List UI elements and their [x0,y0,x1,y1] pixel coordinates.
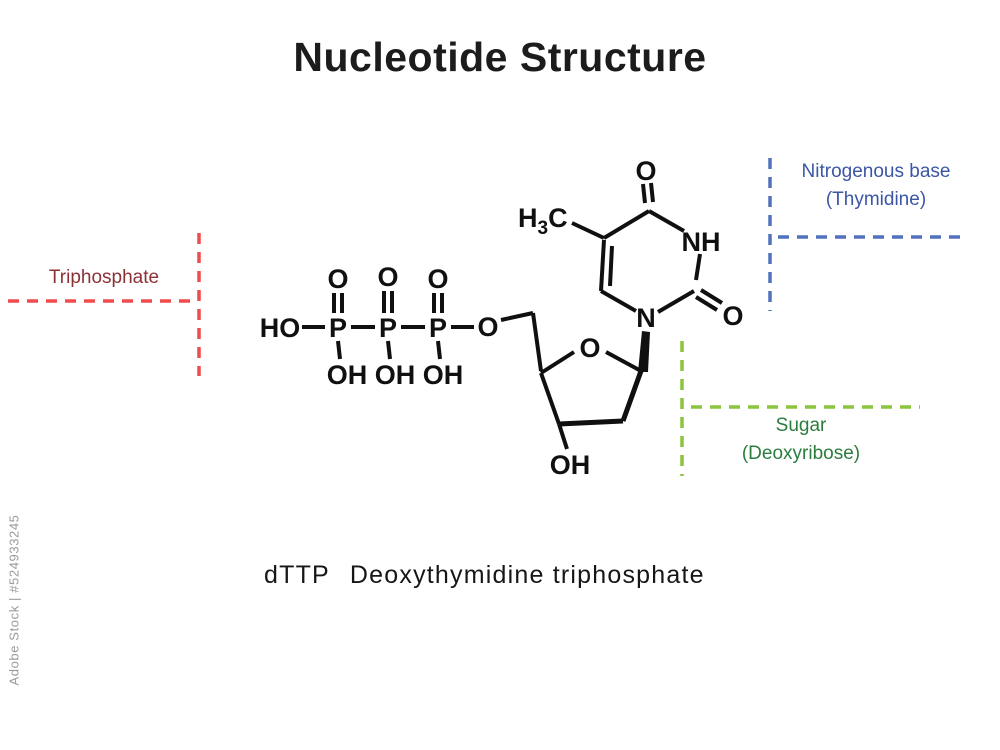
caption-compound-code: dTTP [264,561,330,589]
atom-ring-oxygen: O [579,333,600,363]
atom-phosphate-oxygen-2: O [377,262,398,292]
atom-phosphorus-3: P [429,313,447,343]
bond-c3prime-oh [557,423,569,450]
atom-bridge-oxygen: O [477,312,498,342]
atom-phosphate-oh-1: OH [327,360,368,390]
label-sugar-line1: Sugar [775,415,827,436]
atom-base-n3: NH [682,227,721,257]
sugar-bracket [680,341,920,476]
atom-phosphorus-1: P [329,313,347,343]
atom-methyl-c: C [548,203,568,233]
atom-base-o4: O [635,156,656,186]
wedge-bond-c1prime-n1 [638,331,650,372]
atom-labels: HO P P P O O O OH OH OH O O OH N NH O O … [260,156,744,480]
label-nitrogenous-base-line2: (Thymidine) [825,189,927,210]
atom-phosphate-oxygen-1: O [327,264,348,294]
atom-base-n1: N [636,303,656,333]
bond-c2-o-double-b [699,288,724,305]
page-title: Nucleotide Structure [293,34,707,80]
atom-base-o2: O [722,301,743,331]
bond-c4-n3 [648,209,685,233]
bond-p3-oh [436,340,442,360]
bond-p2-oh [386,340,392,360]
bond-c5prime-c4prime [531,312,543,372]
bond-c4-o-double-b [649,182,655,203]
atom-phosphate-oh-3: OH [423,360,464,390]
bond-ringo-c1prime [605,350,642,373]
label-triphosphate: Triphosphate [48,267,160,288]
molecule-bonds [302,182,724,450]
bond-c6-c5-double [608,245,614,287]
label-nitrogenous-base: Nitrogenous base (Thymidine) [776,158,976,214]
atom-phosphate-oh-2: OH [375,360,416,390]
bond-c6-c5 [599,239,606,292]
atom-sugar-hydroxyl: OH [550,450,591,480]
bond-c4prime-ringo [539,350,576,375]
label-sugar-line2: (Deoxyribose) [741,443,861,464]
bond-obridge-c5prime [500,311,534,322]
atom-hydroxyl-left: HO [260,313,301,343]
bond-n3-c2 [694,253,702,281]
caption-compound-name: Deoxythymidine triphosphate [349,561,705,589]
bond-p1-oh [336,340,342,360]
bond-c2-o-double-a [694,295,719,312]
atom-phosphorus-2: P [379,313,397,343]
atom-methyl-subscript: 3 [538,218,549,239]
bond-c5-c4 [602,209,651,240]
label-nitrogenous-base-line1: Nitrogenous base [801,161,951,182]
atom-phosphate-oxygen-3: O [427,264,448,294]
triphosphate-bracket [8,233,201,376]
watermark-text: Adobe Stock | #524933245 [6,514,22,686]
bond-c3prime-c4prime [539,372,561,425]
bond-c4-o-double-a [641,183,647,204]
nitrogenous-base-bracket [768,158,968,311]
atom-methyl-group: H3C [518,203,568,239]
label-sugar: Sugar (Deoxyribose) [701,412,901,468]
bond-methyl-c5 [571,221,605,240]
atom-methyl-h: H [518,203,538,233]
bond-c1prime-c2prime [620,370,644,422]
caption: dTTP Deoxythymidine triphosphate [264,561,705,590]
bond-n1-c6 [600,289,637,313]
bond-c2prime-c3prime [558,418,624,427]
bond-c2-n1 [656,289,696,314]
